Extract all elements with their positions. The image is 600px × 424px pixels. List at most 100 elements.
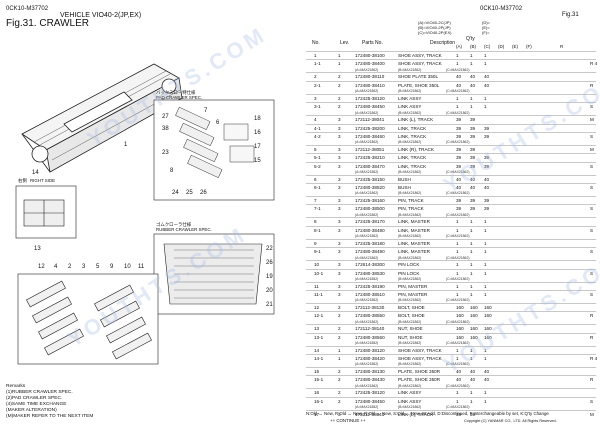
cell-pn: 172425-38120 — [355, 95, 385, 101]
cell-desc: LINK (L), TRACK — [398, 411, 434, 417]
cell-qc: 40 — [484, 74, 490, 80]
callout-27: 27 — [162, 114, 169, 120]
cell-desc: LINK (L), TRACK — [398, 117, 434, 123]
cell-no: 3-1 — [314, 104, 321, 110]
remark-item: (2)PAD CRAWLER SPEC. — [6, 396, 63, 401]
cell-no: 13-1 — [314, 334, 324, 340]
cell-lev: 3 — [338, 117, 341, 123]
cell-pn: 172480-38520 — [355, 185, 385, 191]
pad-crawler-box — [153, 99, 275, 201]
callout-7: 7 — [204, 108, 208, 114]
right-side-jp-label: 右側 — [18, 177, 27, 184]
cell-qb: 40 — [470, 369, 476, 375]
cell-qc: 1 — [484, 227, 487, 233]
cell-pn: 172425-38200 — [355, 125, 385, 131]
qty-f: (F) — [526, 44, 532, 49]
model-legend-suffix: (D)=(E)=(F)= — [482, 20, 490, 35]
callout-25: 25 — [186, 190, 193, 196]
cell-desc: LINK ASSY — [398, 398, 422, 404]
cell-qc: 160 — [484, 313, 492, 319]
cell-no: 5 — [314, 146, 317, 152]
serial-note: (C=MAX21862) — [446, 362, 470, 367]
cell-lev: 2 — [338, 95, 341, 101]
cell-desc: LINK, TRACK — [398, 163, 427, 169]
serial-note: (B=MAX21862) — [398, 362, 422, 367]
callout-24: 24 — [172, 190, 179, 196]
cell-pn: 172480-38420 — [355, 356, 385, 362]
callout-2: 2 — [68, 264, 72, 270]
cell-no: 2 — [314, 74, 317, 80]
cell-qc: 39 — [484, 206, 490, 212]
cell-qc: 1 — [484, 262, 487, 268]
cell-qa: 1 — [456, 53, 459, 58]
cell-lev: 3 — [338, 176, 341, 182]
model-c: (C)=VIO40-2P(EX) — [418, 30, 452, 35]
cell-desc: SHOE ASSY, TRACK — [398, 61, 442, 67]
callout-26: 26 — [200, 190, 207, 196]
cell-desc: PIN LOCK — [398, 262, 420, 268]
cell-qc: 1 — [484, 95, 487, 101]
cell-rem: S — [590, 398, 594, 404]
model-b: (B)=VIO40-2P(JP) — [418, 25, 451, 30]
callout-20: 20 — [266, 288, 273, 294]
cell-qc: 1 — [484, 240, 487, 246]
cell-lev: 2 — [338, 390, 341, 396]
cell-qb: 1 — [470, 104, 473, 110]
cell-no: 5-1 — [314, 155, 321, 161]
cell-pn: 172480-38550 — [355, 313, 385, 319]
serial-note: (A=MAX21862) — [355, 362, 379, 367]
callout-17: 17 — [254, 144, 261, 150]
cell-rem: S — [590, 227, 594, 233]
serial-note: (C=MAX21862) — [446, 319, 470, 324]
cell-rem: S — [590, 206, 594, 212]
callout-5: 5 — [96, 264, 100, 270]
serial-note: (A=MAX21862) — [355, 255, 379, 260]
serial-note: (A=MAX21862) — [355, 383, 379, 388]
cell-no: 4-2 — [314, 133, 321, 139]
serial-note-row: (A=MAX21862)(B=MAX21862)(C=MAX21862) — [306, 213, 596, 218]
cell-lev: 3 — [338, 262, 341, 268]
cell-desc: LINK ASSY — [398, 390, 422, 396]
cell-no: 8-1 — [314, 227, 321, 233]
cell-qc: 1 — [484, 219, 487, 225]
cell-pn: 172425-38160 — [355, 198, 385, 204]
cell-desc: BUSH — [398, 185, 411, 191]
cell-qc: 1 — [484, 390, 487, 396]
qty-d: (D) — [498, 44, 505, 49]
cell-lev: 2 — [338, 313, 341, 319]
cell-rem: S — [590, 270, 594, 276]
cell-qb: 1 — [470, 398, 473, 404]
exploded-diagram: 14 1 7 6 8 18 16 17 15 27 38 23 24 25 26… — [4, 21, 304, 384]
cell-qa: 1 — [456, 227, 459, 233]
serial-note: (C=MAX21862) — [446, 234, 470, 239]
serial-note: (C=MAX21862) — [446, 191, 470, 196]
cell-pn: 172480-38510 — [355, 291, 385, 297]
cell-no: 5-2 — [314, 163, 321, 169]
remark-item: (1)RUBBER CRAWLER SPEC. — [6, 390, 73, 395]
qty-b: (B) — [470, 44, 476, 49]
cell-qa: 160 — [456, 334, 464, 340]
cell-desc: LINK (R), TRACK — [398, 146, 434, 152]
cell-qb: 39 — [470, 206, 476, 212]
serial-note: (A=MAX21862) — [355, 298, 379, 303]
cell-lev: 2 — [338, 104, 341, 110]
cell-no: 10 — [314, 262, 320, 268]
cell-lev: 3 — [338, 146, 341, 152]
cell-qa: 1 — [456, 390, 459, 396]
cell-lev: 3 — [338, 125, 341, 131]
right-side-en-label: RIGHT SIDE — [30, 178, 55, 183]
col-no: No. — [312, 40, 320, 46]
cell-pn: 172425-38150 — [355, 176, 385, 182]
cell-lev: 1 — [338, 61, 341, 67]
cell-qb: 1 — [470, 95, 473, 101]
cell-desc: LINK, MASTER — [398, 249, 430, 255]
cell-desc: NUT, SHOE — [398, 326, 423, 332]
cell-no: 13 — [314, 326, 320, 332]
cell-qa: 1 — [456, 95, 459, 101]
